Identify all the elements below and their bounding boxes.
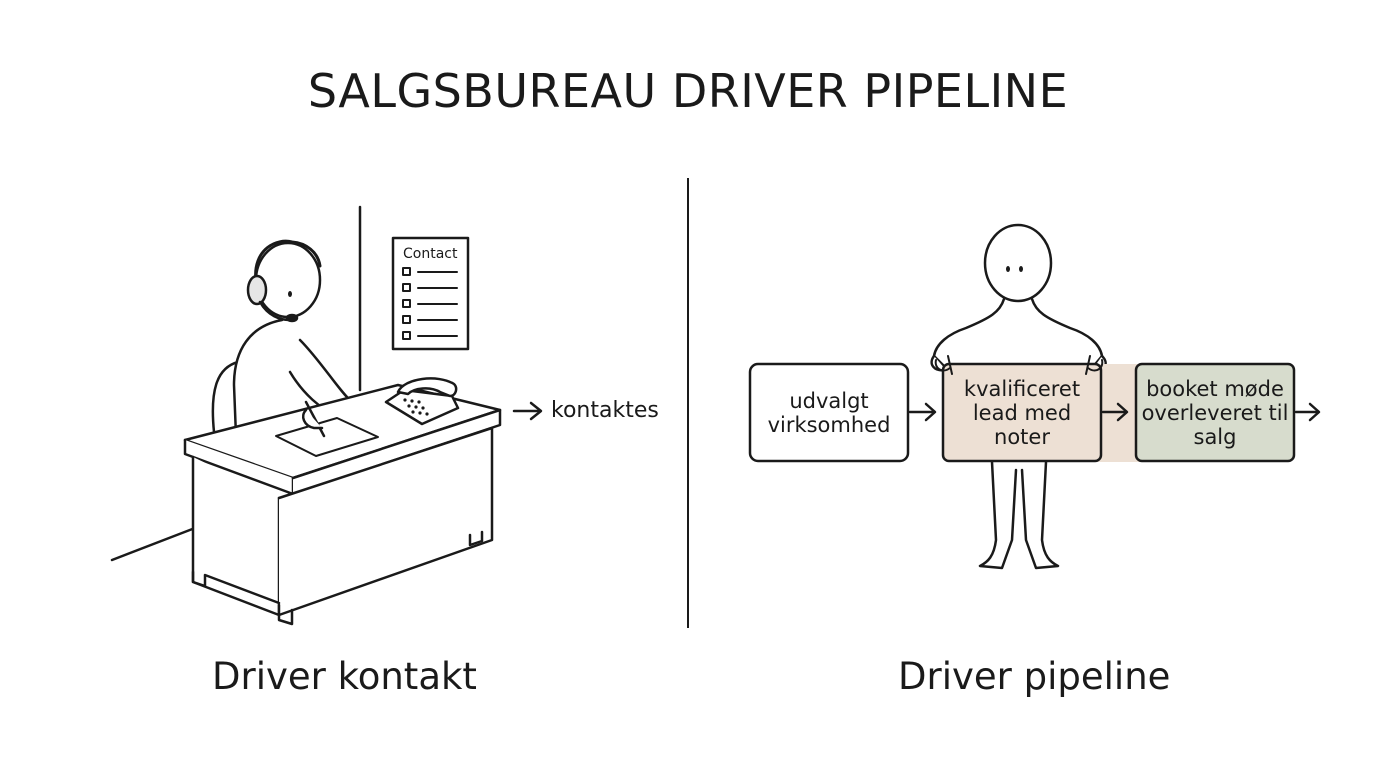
pipeline-person-icon bbox=[930, 223, 1107, 570]
page-title: SALGSBUREAU DRIVER PIPELINE bbox=[307, 64, 1069, 118]
panel-divider bbox=[687, 178, 689, 628]
room-corner bbox=[110, 205, 362, 562]
pipeline-step-3-label: booket møde overleveret til salg bbox=[1141, 376, 1289, 449]
pipeline-arrow-icon bbox=[908, 402, 937, 422]
pipeline-step-2-box bbox=[941, 362, 1103, 463]
pipeline-arrow-icon bbox=[1294, 402, 1321, 422]
hands-icon bbox=[934, 355, 1104, 375]
pipeline-step-3-box bbox=[1134, 362, 1296, 463]
pipeline-step-1-label: udvalgt virksomhed bbox=[767, 388, 891, 437]
right-caption: Driver pipeline bbox=[898, 655, 1171, 698]
desk-icon bbox=[183, 383, 502, 626]
clipboard-label: Contact bbox=[403, 246, 458, 262]
pipeline-step-1-box bbox=[748, 362, 910, 463]
operator-person-icon bbox=[211, 239, 379, 438]
contact-arrow-icon bbox=[512, 401, 543, 421]
telephone-icon bbox=[384, 377, 460, 426]
contact-list-icon bbox=[391, 236, 470, 351]
arrow-label: kontaktes bbox=[551, 398, 659, 423]
pipeline-step-2-label: kvalificeret lead med noter bbox=[963, 376, 1081, 449]
left-caption: Driver kontakt bbox=[212, 655, 477, 698]
pipeline-arrow-icon bbox=[1101, 402, 1129, 422]
